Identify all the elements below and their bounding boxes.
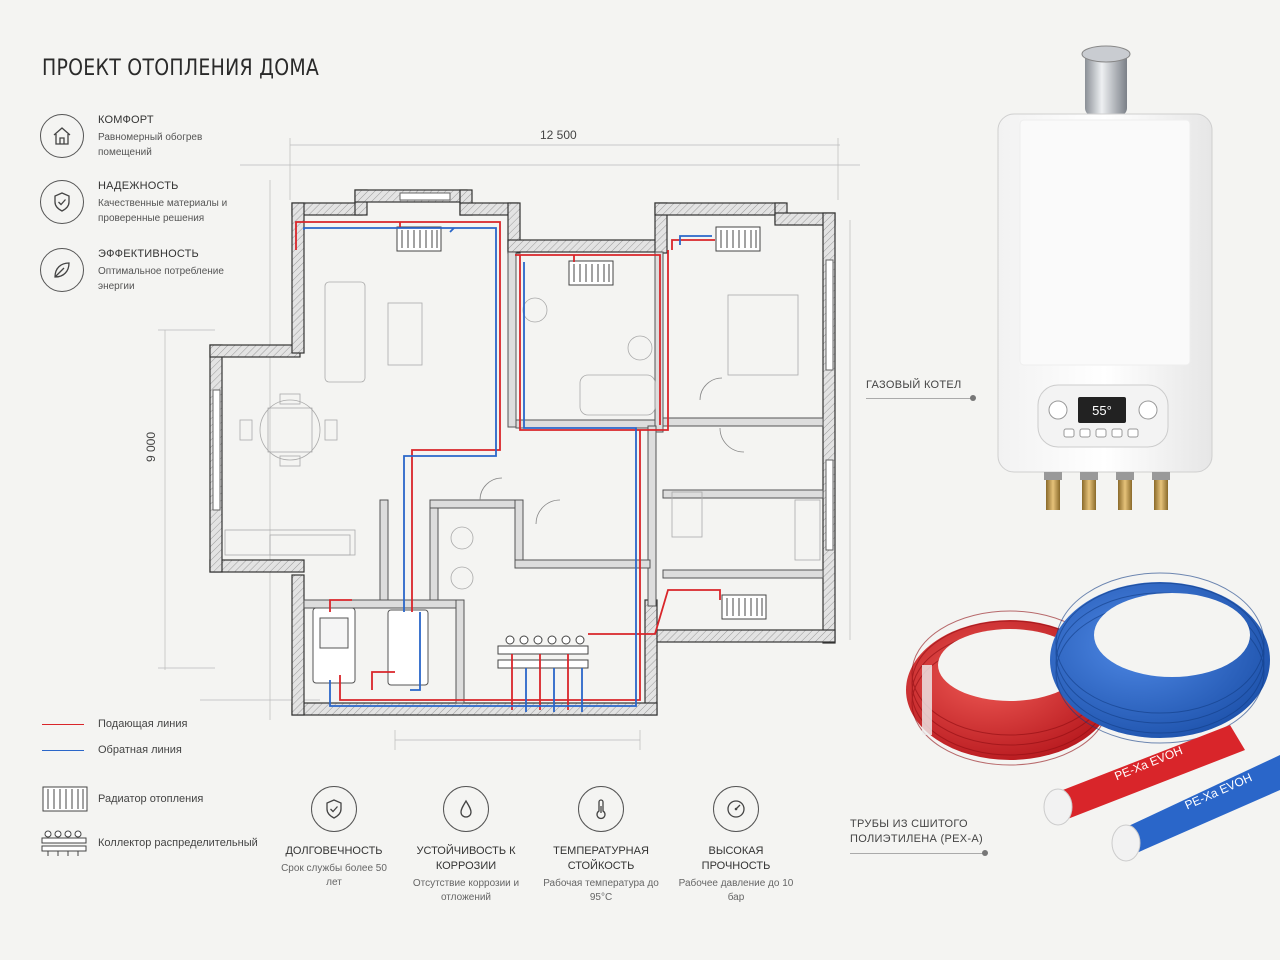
feature-desc: Равномерный обогрев помещений [98, 132, 203, 158]
feature-title: УСТОЙЧИВОСТЬ К КОРРОЗИИ [416, 845, 516, 872]
callout-line [866, 398, 974, 399]
legend-radiator: Радиатор отопления [98, 793, 204, 805]
leaf-icon [40, 248, 84, 292]
feature-desc: Отсутствие коррозии и отложений [412, 878, 520, 903]
thermometer-icon [578, 786, 624, 832]
pex-pipe-coils-illustration: PE-Xa EVOH PE-Xa EVOH [906, 572, 1280, 862]
boiler-display: 55° [1092, 403, 1112, 418]
legend-return: Обратная линия [98, 744, 182, 756]
feature-strength: ВЫСОКАЯ ПРОЧНОСТЬ Рабочее давление до 10… [676, 786, 796, 905]
feature-desc: Оптимальное потребление энергии [98, 266, 224, 292]
gas-boiler-illustration: 55° [997, 45, 1213, 510]
feature-corrosion: УСТОЙЧИВОСТЬ К КОРРОЗИИ Отсутствие корро… [406, 786, 526, 905]
feature-title: КОМФОРТ [98, 114, 154, 126]
feature-title: ВЫСОКАЯ ПРОЧНОСТЬ [701, 845, 771, 872]
callout-line [850, 853, 984, 854]
dimension-width: 12 500 [540, 128, 577, 142]
feature-desc: Качественные материалы и проверенные реш… [98, 198, 228, 224]
shield-check-icon [40, 180, 84, 224]
feature-temperature: ТЕМПЕРАТУРНАЯ СТОЙКОСТЬ Рабочая температ… [541, 786, 661, 905]
pipes-callout: ТРУБЫ ИЗ СШИТОГО ПОЛИЭТИЛЕНА (PEX-a) [850, 818, 983, 845]
feature-title: ЭФФЕКТИВНОСТЬ [98, 248, 199, 260]
feature-title: ТЕМПЕРАТУРНАЯ СТОЙКОСТЬ [553, 845, 649, 872]
feature-desc: Срок службы более 50 лет [281, 863, 387, 888]
boiler-callout: ГАЗОВЫЙ КОТЕЛ [866, 379, 962, 391]
legend-supply: Подающая линия [98, 718, 188, 730]
drop-icon [443, 786, 489, 832]
manifold-icon [41, 830, 87, 856]
supply-line-swatch [42, 724, 84, 725]
gauge-icon [713, 786, 759, 832]
callout-dot [982, 850, 988, 856]
dimension-height: 9 000 [144, 431, 158, 462]
feature-desc: Рабочая температура до 95°С [543, 878, 659, 903]
page-title: ПРОЕКТ ОТОПЛЕНИЯ ДОМА [42, 56, 320, 81]
legend-manifold: Коллектор распределительный [98, 837, 258, 849]
house-icon [40, 114, 84, 158]
shield-check-icon [311, 786, 357, 832]
feature-title: НАДЕЖНОСТЬ [98, 180, 179, 192]
feature-title: ДОЛГОВЕЧНОСТЬ [285, 845, 383, 857]
return-line-swatch [42, 750, 84, 751]
feature-desc: Рабочее давление до 10 бар [678, 878, 794, 903]
callout-dot [970, 395, 976, 401]
radiator-icon [42, 786, 88, 812]
feature-durability: ДОЛГОВЕЧНОСТЬ Срок службы более 50 лет [274, 786, 394, 890]
